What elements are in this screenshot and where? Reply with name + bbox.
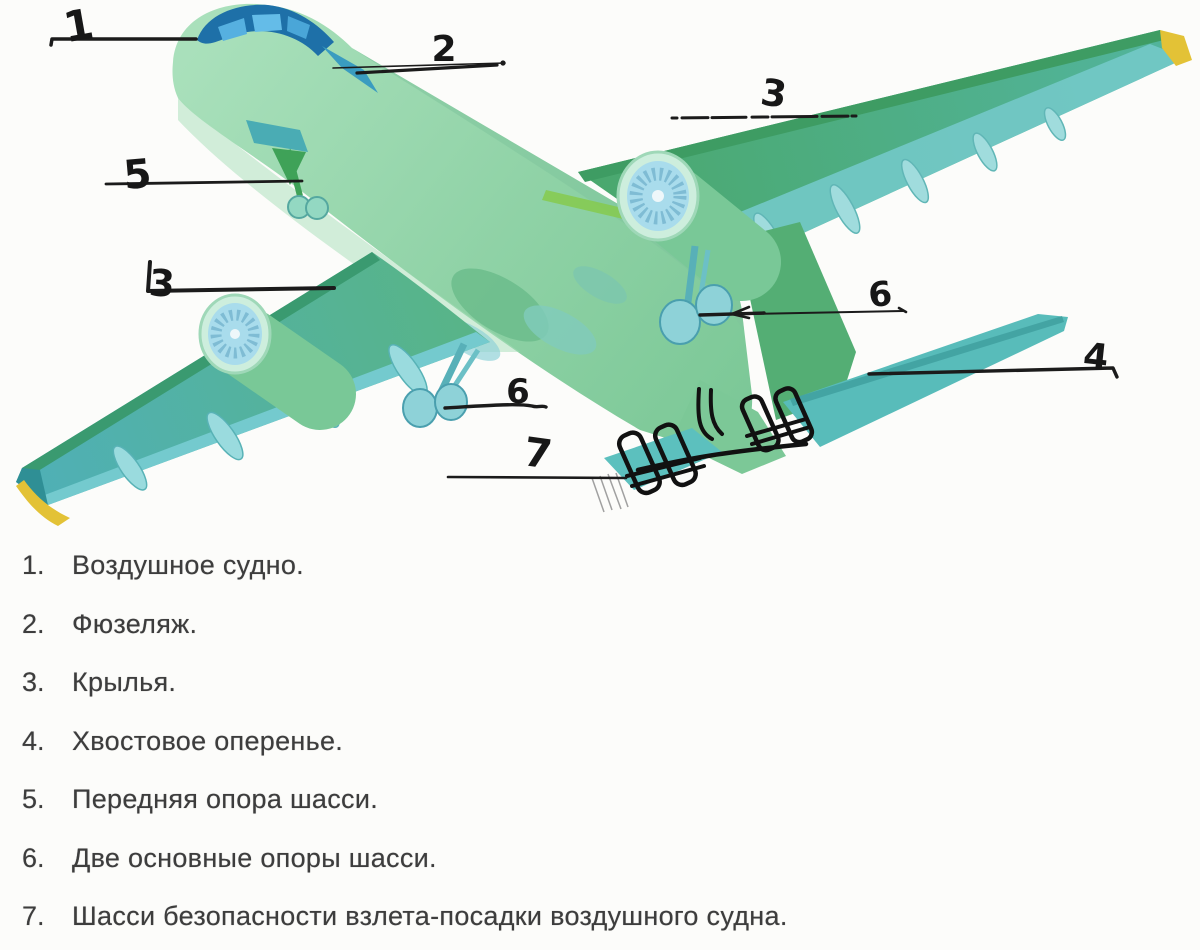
legend-item-number: 7. bbox=[22, 901, 45, 931]
legend-item-number: 6. bbox=[22, 842, 45, 873]
legend-item-3: 3. Крылья. bbox=[0, 665, 1160, 724]
aircraft-figure: 1 2 3 3 4 bbox=[16, 0, 1192, 526]
legend-item-number: 2. bbox=[22, 608, 45, 639]
legend-item-number: 5. bbox=[22, 784, 45, 814]
callout-3-label: 3 bbox=[758, 70, 789, 116]
left-wingtip-yellow bbox=[16, 480, 70, 526]
callout-3-wing-right: 3 bbox=[670, 70, 858, 120]
right-horizontal-stabilizer bbox=[783, 314, 1068, 447]
legend-item-number: 1. bbox=[22, 550, 45, 580]
right-engine bbox=[616, 150, 781, 301]
right-wingtip-yellow bbox=[1160, 30, 1192, 66]
hand-drawn-gear-sketch bbox=[591, 386, 815, 513]
legend-item-1: 1. Воздушное судно. bbox=[0, 548, 1160, 607]
legend-item-4: 4. Хвостовое оперенье. bbox=[0, 724, 1160, 783]
callout-1-label: 1 bbox=[60, 0, 97, 52]
legend-item-text: Хвостовое оперенье. bbox=[72, 725, 344, 756]
legend-item-text: Крылья. bbox=[72, 667, 177, 697]
parts-legend: 1. Воздушное судно. 2. Фюзеляж. 3. Крыль… bbox=[0, 548, 1160, 950]
callout-7-label: 7 bbox=[521, 429, 555, 478]
callout-7-sketch: 7 bbox=[446, 429, 628, 480]
left-main-landing-gear bbox=[402, 342, 481, 428]
callout-6-right-gear: 6 bbox=[698, 274, 908, 320]
legend-item-text: Две основные опоры шасси. bbox=[72, 842, 437, 873]
callouts: 1 2 3 3 4 bbox=[49, 0, 1119, 480]
callout-4-tail: 4 bbox=[867, 336, 1119, 379]
cockpit-side-window bbox=[322, 46, 378, 93]
legend-item-number: 3. bbox=[22, 667, 45, 697]
callout-6a-label: 6 bbox=[506, 372, 530, 412]
nose-landing-gear bbox=[246, 120, 329, 220]
legend-item-5: 5. Передняя опора шасси. bbox=[0, 782, 1160, 841]
callout-2-label: 2 bbox=[431, 29, 456, 70]
left-wingtip-dark bbox=[16, 468, 48, 505]
callout-5-label: 5 bbox=[122, 151, 154, 199]
callout-6-left-gear: 6 bbox=[443, 372, 548, 412]
callout-5-nose-gear: 5 bbox=[104, 151, 304, 199]
legend-item-6: 6. Две основные опоры шасси. bbox=[0, 841, 1160, 900]
callout-6b-label: 6 bbox=[866, 274, 894, 316]
wing-root-mechanisms bbox=[439, 190, 640, 361]
legend-item-7: 7. Шасси безопасности взлета-посадки воз… bbox=[0, 899, 1160, 950]
legend-item-2: 2. Фюзеляж. bbox=[0, 607, 1160, 666]
aircraft-illustration bbox=[16, 3, 1192, 526]
legend-item-text: Воздушное судно. bbox=[72, 550, 304, 580]
legend-item-text: Шасси безопасности взлета-посадки воздуш… bbox=[72, 901, 788, 931]
legend-item-number: 4. bbox=[22, 725, 45, 756]
callout-3-wing-left: 3 bbox=[146, 260, 336, 306]
callout-2: 2 bbox=[332, 29, 506, 75]
callout-1: 1 bbox=[49, 0, 198, 52]
left-engine bbox=[198, 293, 356, 430]
cockpit-windows bbox=[197, 4, 378, 93]
legend-item-text: Фюзеляж. bbox=[72, 608, 198, 639]
callout-3b-label: 3 bbox=[148, 261, 177, 306]
legend-item-text: Передняя опора шасси. bbox=[72, 784, 379, 814]
callout-4-label: 4 bbox=[1081, 336, 1110, 379]
